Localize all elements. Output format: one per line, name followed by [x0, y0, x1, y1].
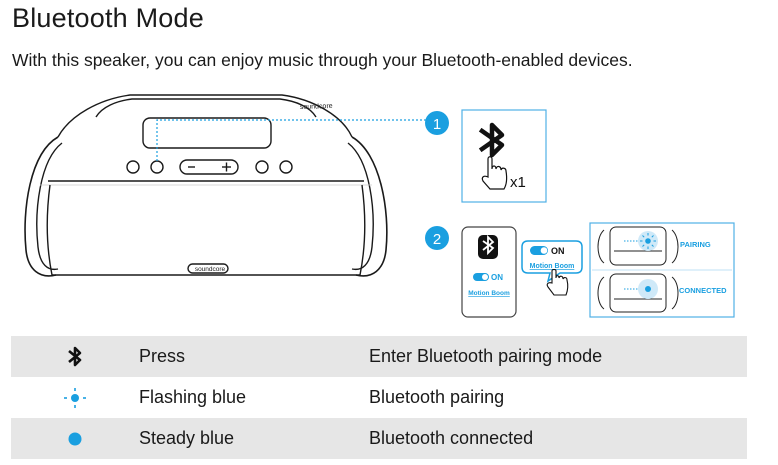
table-row: Flashing blue Bluetooth pairing [11, 377, 747, 418]
step-1-badge: 1 [425, 111, 449, 135]
status-pairing-label: PAIRING [680, 240, 711, 249]
speaker-top-brand: soundcore [300, 103, 333, 111]
hand-press-icon [481, 156, 508, 190]
connected-speaker-thumb [597, 273, 679, 313]
table-row: Steady blue Bluetooth connected [11, 418, 747, 459]
callout-toggle-state: ON [551, 246, 565, 256]
table-row: Press Enter Bluetooth pairing mode [11, 336, 747, 377]
description-cell: Bluetooth pairing [369, 387, 505, 407]
bluetooth-icon [68, 346, 82, 366]
icon-cell [11, 336, 139, 377]
bluetooth-mode-figure: soundcore soundcore 1 x1 2 ON Motion Boo… [24, 94, 735, 318]
state-cell: Flashing blue [139, 387, 247, 407]
state-cell: Steady blue [139, 418, 369, 459]
press-count: x1 [510, 174, 526, 191]
step-1-number: 1 [433, 116, 441, 133]
pairing-flash-icon [638, 231, 658, 251]
phone-toggle-state: ON [491, 273, 503, 282]
flashing-blue-dot-icon [64, 387, 86, 408]
speaker-front-brand: soundcore [195, 266, 226, 273]
page-title: Bluetooth Mode [12, 3, 204, 33]
speaker-illustration [24, 94, 388, 277]
callout-toggle-label: Motion Boom [530, 263, 575, 270]
phone-illustration [461, 226, 517, 318]
status-connected-label: CONNECTED [679, 286, 727, 295]
page-subtitle: With this speaker, you can enjoy music t… [12, 50, 633, 70]
led-indicator-table: Press Enter Bluetooth pairing mode Flash… [11, 336, 747, 459]
step-2-number: 2 [433, 231, 441, 248]
phone-toggle-label: Motion Boom [468, 290, 510, 297]
state-cell: Press [139, 336, 369, 377]
pairing-speaker-thumb [597, 226, 679, 266]
icon-cell [11, 418, 139, 459]
step-2-badge: 2 [425, 226, 449, 250]
toggle-callout: ON Motion Boom [521, 240, 583, 296]
description-cell: Enter Bluetooth pairing mode [369, 336, 747, 377]
bluetooth-icon [478, 122, 505, 158]
description-cell: Bluetooth connected [369, 418, 747, 459]
leader-line [156, 119, 430, 161]
icon-cell [11, 377, 139, 418]
steady-blue-dot-icon [68, 432, 82, 445]
connected-steady-icon [638, 279, 658, 299]
